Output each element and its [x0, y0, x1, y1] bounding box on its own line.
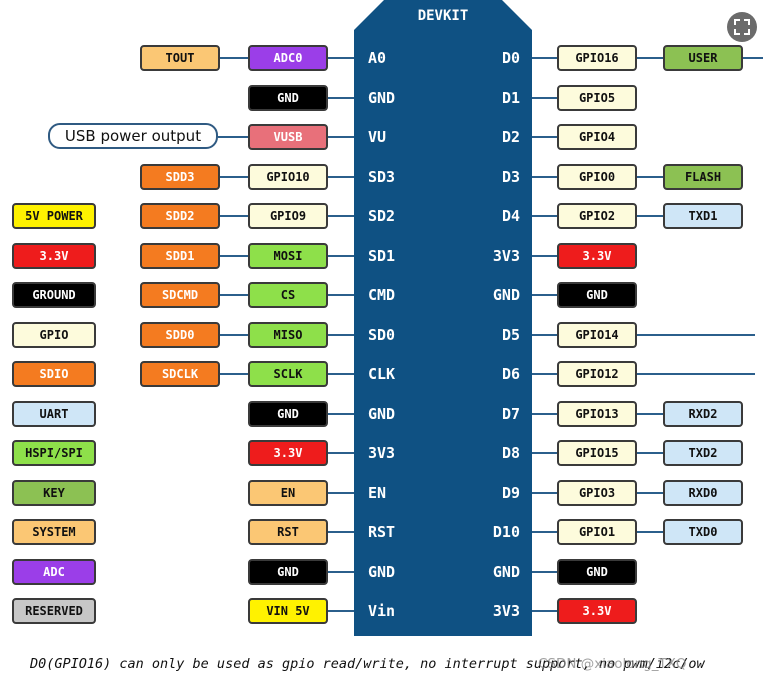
right-label-gpio2-4: GPIO2: [557, 203, 637, 229]
left-label-gpio9: GPIO9: [248, 203, 328, 229]
left-label-adc0: ADC0: [248, 45, 328, 71]
pin-right-3v3: 3V3: [492, 602, 520, 620]
board-notch-left: [354, 0, 384, 30]
left-label-rst-12: RST: [248, 519, 328, 545]
left-label-vusb-2: VUSB: [248, 124, 328, 150]
left-label-tout: TOUT: [140, 45, 220, 71]
right-label-gpio3-11: GPIO3: [557, 479, 637, 506]
legend-ground: GROUND: [12, 282, 96, 308]
pin-left-clk: CLK: [368, 365, 396, 383]
left-label-sclk: SCLK: [248, 361, 328, 387]
left-label-mosi: MOSI: [248, 242, 328, 269]
pin-right-d2: D2: [501, 128, 520, 146]
legend-3-3v: 3.3V: [12, 242, 96, 269]
usb-power-output-callout: USB power output: [48, 123, 218, 149]
left-label-gnd-13: GND: [248, 558, 328, 585]
right-label-rxd0: RXD0: [663, 479, 743, 506]
pin-right-d9: D9: [501, 483, 520, 502]
pin-left-sd2: SD2: [368, 207, 396, 225]
right-label-gpio16-0: GPIO16: [557, 45, 637, 71]
pin-right-d6: D6: [501, 365, 520, 383]
footnote: D0(GPIO16) can only be used as gpio read…: [30, 656, 705, 672]
right-label-gnd-13: GND: [557, 558, 637, 585]
legend-adc: ADC: [12, 558, 96, 585]
expand-glyph: [734, 19, 750, 35]
pin-right-d10: D10: [492, 523, 520, 541]
legend-reserved: RESERVED: [12, 598, 96, 624]
devkit-board: [354, 0, 532, 636]
right-label-rxd2: RXD2: [663, 400, 743, 427]
right-label-gpio4-2: GPIO4: [557, 124, 637, 150]
left-label-sdd1: SDD1: [140, 242, 220, 269]
pin-left-3v3: 3V3: [368, 444, 396, 462]
pin-left-vin: Vin: [368, 602, 396, 620]
left-label-miso: MISO: [248, 321, 328, 348]
left-label-vin-5v-14: VIN 5V: [248, 598, 328, 624]
left-label-sdd2: SDD2: [140, 203, 220, 229]
wire-right-7: [532, 333, 755, 336]
pin-right-d1: D1: [501, 88, 520, 107]
legend-sdio: SDIO: [12, 361, 96, 387]
legend-system: SYSTEM: [12, 519, 96, 545]
left-label-3-3v-10: 3.3V: [248, 440, 328, 466]
expand-icon[interactable]: [727, 12, 757, 42]
pin-left-cmd: CMD: [368, 286, 396, 304]
pin-left-rst: RST: [368, 523, 396, 541]
pin-right-d7: D7: [501, 404, 520, 423]
pin-left-sd1: SD1: [368, 246, 396, 265]
pin-right-d4: D4: [501, 207, 520, 225]
left-label-gnd-1: GND: [248, 84, 328, 111]
left-label-en-11: EN: [248, 479, 328, 506]
pin-left-a0: A0: [368, 49, 387, 67]
pin-right-gnd: GND: [492, 562, 520, 581]
right-label-gpio5-1: GPIO5: [557, 84, 637, 111]
board-notch-right: [502, 0, 532, 30]
left-label-gnd-9: GND: [248, 400, 328, 427]
right-label-gpio15-10: GPIO15: [557, 440, 637, 466]
pin-left-gnd: GND: [368, 88, 396, 107]
left-label-sdcmd: SDCMD: [140, 282, 220, 308]
left-label-gpio10: GPIO10: [248, 163, 328, 190]
right-label-txd2: TXD2: [663, 440, 743, 466]
pin-left-en: EN: [368, 483, 387, 502]
left-label-sdd3: SDD3: [140, 163, 220, 190]
legend-uart: UART: [12, 400, 96, 427]
right-label-gnd-6: GND: [557, 282, 637, 308]
wire-right-0: [532, 57, 763, 59]
right-label-gpio12-8: GPIO12: [557, 361, 637, 387]
left-label-sdd0: SDD0: [140, 321, 220, 348]
legend-5v-power: 5V POWER: [12, 203, 96, 229]
right-label-gpio0-3: GPIO0: [557, 163, 637, 190]
pin-left-vu: VU: [368, 128, 387, 146]
pin-left-sd3: SD3: [368, 167, 396, 186]
pin-right-d5: D5: [501, 325, 520, 344]
pin-left-gnd: GND: [368, 404, 396, 423]
right-label-gpio14-7: GPIO14: [557, 321, 637, 348]
right-label-3-3v-14: 3.3V: [557, 598, 637, 624]
pin-right-d3: D3: [501, 167, 520, 186]
legend-gpio: GPIO: [12, 321, 96, 348]
legend-hspi-spi: HSPI/SPI: [12, 440, 96, 466]
right-label-3-3v-5: 3.3V: [557, 242, 637, 269]
legend-key: KEY: [12, 479, 96, 506]
right-label-user: USER: [663, 45, 743, 71]
wire-right-8: [532, 373, 755, 375]
pin-right-d8: D8: [501, 444, 520, 462]
right-label-gpio1-12: GPIO1: [557, 519, 637, 545]
right-label-txd0: TXD0: [663, 519, 743, 545]
left-label-sdclk: SDCLK: [140, 361, 220, 387]
pin-left-gnd: GND: [368, 562, 396, 581]
right-label-flash: FLASH: [663, 163, 743, 190]
watermark: CSDN @xiaolong_TXQ: [538, 656, 687, 672]
pin-right-3v3: 3V3: [492, 246, 520, 265]
right-label-gpio13-9: GPIO13: [557, 400, 637, 427]
pin-left-sd0: SD0: [368, 325, 396, 344]
left-label-cs: CS: [248, 282, 328, 308]
board-title: DEVKIT: [417, 8, 469, 24]
right-label-txd1: TXD1: [663, 203, 743, 229]
pin-right-gnd: GND: [492, 286, 520, 304]
pin-right-d0: D0: [501, 49, 520, 67]
